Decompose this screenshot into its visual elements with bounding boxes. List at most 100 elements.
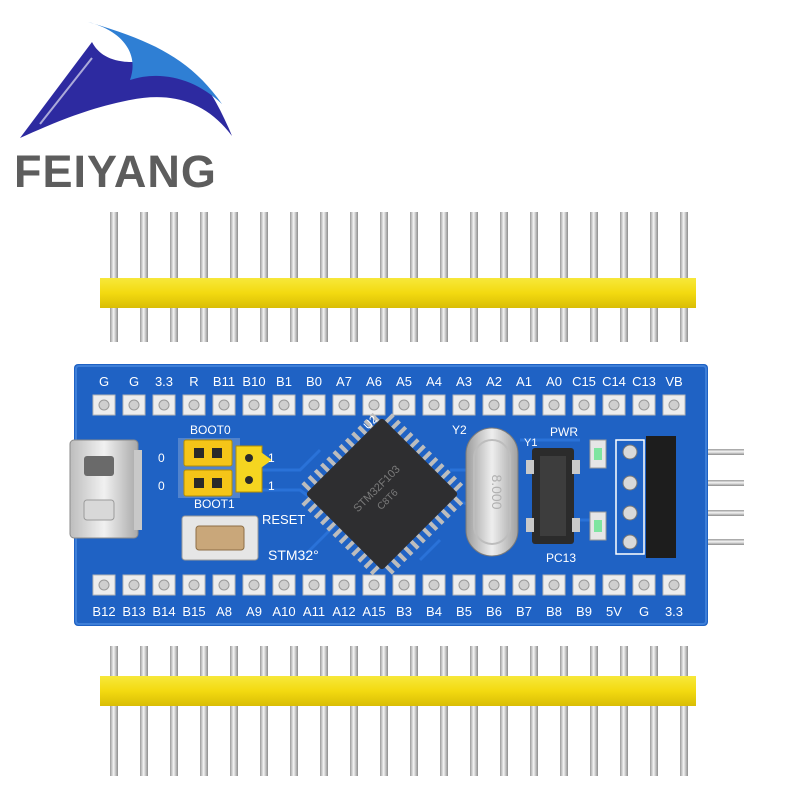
pad-hole bbox=[98, 579, 110, 591]
header-pin bbox=[140, 646, 148, 776]
header-pin bbox=[410, 646, 418, 776]
header-pin bbox=[200, 646, 208, 776]
pad-hole bbox=[458, 579, 470, 591]
mcu-leg bbox=[391, 419, 401, 430]
reset-button bbox=[181, 515, 259, 561]
mcu-leg bbox=[409, 438, 420, 449]
top-pin-label: 3.3 bbox=[155, 374, 173, 389]
top-pin-label: B1 bbox=[276, 374, 292, 389]
pad-hole bbox=[338, 579, 350, 591]
header-pin bbox=[470, 212, 478, 342]
header-pin bbox=[290, 646, 298, 776]
pwr-led bbox=[589, 439, 607, 469]
jumper-1-bottom: 1 bbox=[268, 479, 275, 493]
mcu-leg bbox=[320, 462, 330, 473]
y2-label: Y2 bbox=[452, 423, 467, 437]
pad-hole bbox=[218, 579, 230, 591]
top-pin-label: G bbox=[129, 374, 139, 389]
mcu-leg bbox=[332, 527, 343, 538]
mcu-leg bbox=[403, 432, 414, 442]
header-pin bbox=[680, 646, 688, 776]
bottom-pin-label: A12 bbox=[332, 604, 355, 619]
pad-hole bbox=[668, 579, 680, 591]
pad-hole bbox=[518, 399, 530, 411]
pc13-label: PC13 bbox=[546, 551, 576, 565]
mcu-leg bbox=[428, 521, 439, 532]
top-pin-label: VB bbox=[665, 374, 682, 389]
header-pin bbox=[680, 212, 688, 342]
header-pin bbox=[140, 212, 148, 342]
mcu-leg bbox=[453, 481, 464, 492]
reset-label: RESET bbox=[262, 512, 305, 527]
mcu-leg bbox=[313, 468, 324, 479]
jumper-0-top: 0 bbox=[158, 451, 165, 465]
boot0-label: BOOT0 bbox=[190, 423, 231, 437]
pad-hole bbox=[278, 579, 290, 591]
header-pin bbox=[200, 212, 208, 342]
bottom-pin-label: B5 bbox=[456, 604, 472, 619]
bottom-pin-label: 3.3 bbox=[665, 604, 683, 619]
mcu-leg bbox=[313, 509, 324, 520]
mcu-leg bbox=[326, 456, 337, 467]
header-pin bbox=[470, 646, 478, 776]
mcu-leg bbox=[434, 463, 445, 474]
mcu-leg bbox=[447, 475, 457, 486]
pad-hole bbox=[638, 579, 650, 591]
bottom-header-plastic bbox=[100, 676, 696, 706]
pad-hole bbox=[128, 399, 140, 411]
crystal-text: 8.000 bbox=[489, 474, 505, 509]
top-pin-label: A4 bbox=[426, 374, 442, 389]
header-pin bbox=[620, 646, 628, 776]
top-header-plastic bbox=[100, 278, 696, 308]
mcu-label: STM32° bbox=[268, 547, 319, 563]
pad-hole bbox=[248, 579, 260, 591]
header-pin bbox=[320, 212, 328, 342]
mcu-leg bbox=[357, 552, 368, 563]
bottom-pin-label: B4 bbox=[426, 604, 442, 619]
pad-hole bbox=[428, 579, 440, 591]
pad-hole bbox=[398, 399, 410, 411]
header-pin bbox=[500, 646, 508, 776]
top-pin-label: A7 bbox=[336, 374, 352, 389]
pad-hole bbox=[128, 579, 140, 591]
header-pin bbox=[590, 646, 598, 776]
bottom-pad-row bbox=[92, 574, 686, 596]
pad-hole bbox=[488, 399, 500, 411]
top-pin-label: B11 bbox=[213, 374, 235, 389]
mcu-leg bbox=[326, 521, 337, 532]
mcu-leg bbox=[357, 425, 368, 436]
top-pin-label: A3 bbox=[456, 374, 472, 389]
mcu-leg bbox=[363, 419, 374, 429]
top-pin-label: A5 bbox=[396, 374, 412, 389]
mcu-leg bbox=[440, 508, 451, 519]
mcu-leg bbox=[397, 552, 408, 563]
pad-hole bbox=[98, 399, 110, 411]
header-pin bbox=[560, 646, 568, 776]
swd-header-housing bbox=[615, 436, 676, 558]
header-pin bbox=[350, 212, 358, 342]
pad-hole bbox=[368, 399, 380, 411]
pad-hole bbox=[548, 399, 560, 411]
top-pin-label: C15 bbox=[572, 374, 596, 389]
top-pin-label: A6 bbox=[366, 374, 382, 389]
bottom-pin-header bbox=[100, 646, 696, 776]
pad-hole bbox=[218, 399, 230, 411]
bottom-pin-label: B3 bbox=[396, 604, 412, 619]
header-pin bbox=[350, 646, 358, 776]
bottom-pin-label: B6 bbox=[486, 604, 502, 619]
header-pin bbox=[560, 212, 568, 342]
mcu-leg bbox=[384, 413, 395, 424]
pad-hole bbox=[578, 579, 590, 591]
top-pin-label: C13 bbox=[632, 374, 656, 389]
mcu-leg bbox=[440, 469, 451, 480]
mcu-leg bbox=[391, 558, 401, 569]
header-pin bbox=[320, 646, 328, 776]
bottom-pin-label: B15 bbox=[182, 604, 205, 619]
pwr-label: PWR bbox=[550, 425, 578, 439]
brand-name: FEIYANG bbox=[14, 146, 217, 197]
header-pin bbox=[260, 212, 268, 342]
boot1-label: BOOT1 bbox=[194, 497, 235, 511]
pad-hole bbox=[608, 399, 620, 411]
